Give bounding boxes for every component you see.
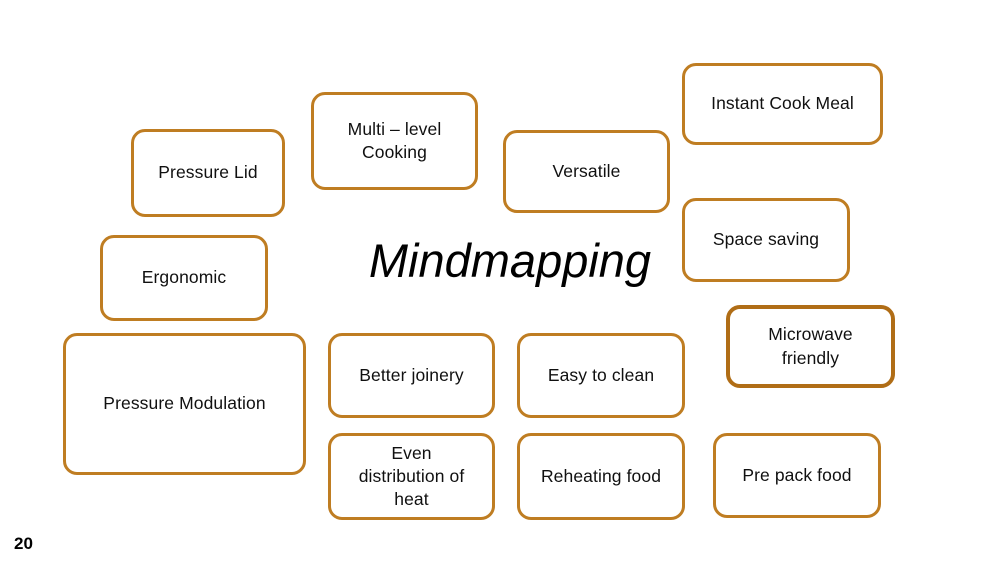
slide-page-number: 20: [14, 534, 33, 553]
mindmap-node-label: Space saving: [712, 229, 820, 250]
mindmap-node-pressure-modulation[interactable]: Pressure Modulation: [63, 333, 306, 475]
mindmap-node-space-saving[interactable]: Space saving: [682, 198, 850, 282]
mindmap-node-better-joinery[interactable]: Better joinery: [328, 333, 495, 418]
mindmap-node-versatile[interactable]: Versatile: [503, 130, 670, 213]
mindmap-node-pre-pack-food[interactable]: Pre pack food: [713, 433, 881, 518]
mindmap-node-label: Pressure Modulation: [103, 393, 266, 414]
mindmap-node-easy-to-clean[interactable]: Easy to clean: [517, 333, 685, 418]
mindmap-node-pressure-lid[interactable]: Pressure Lid: [131, 129, 285, 217]
mindmap-node-label: Reheating food: [540, 465, 662, 486]
mindmap-node-label: Easy to clean: [547, 364, 655, 385]
mindmap-node-label: Pressure Lid: [158, 162, 258, 183]
mindmap-node-instant-cook-meal[interactable]: Instant Cook Meal: [682, 63, 883, 145]
mindmap-node-label: Versatile: [552, 160, 621, 181]
mindmap-node-reheating-food[interactable]: Reheating food: [517, 433, 685, 520]
mindmap-node-label: Ergonomic: [141, 267, 227, 288]
mindmap-node-ergonomic[interactable]: Ergonomic: [100, 235, 268, 321]
mindmap-node-label: Instant Cook Meal: [711, 93, 854, 114]
mindmap-node-label: Better joinery: [359, 364, 464, 385]
mindmap-node-label: Pre pack food: [742, 464, 852, 485]
mindmap-center-title: Mindmapping: [368, 234, 652, 287]
